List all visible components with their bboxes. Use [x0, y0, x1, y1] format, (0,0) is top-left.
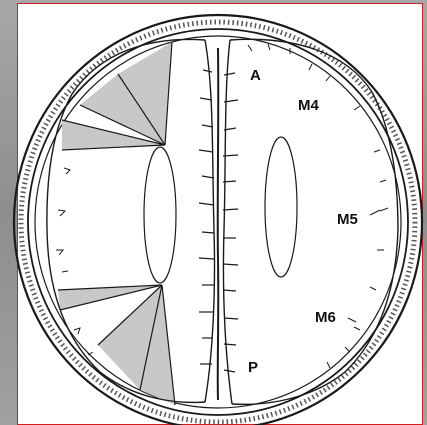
label-m4: M4: [298, 97, 319, 114]
label-p: P: [248, 359, 258, 376]
label-a: A: [250, 67, 261, 84]
left-ventricle: [144, 147, 176, 283]
left-cortex-wiggle: [56, 168, 93, 355]
falx-line: [218, 48, 219, 400]
label-m5: M5: [337, 211, 358, 228]
midline-left-border: [205, 40, 215, 402]
m6-leader: [348, 318, 356, 322]
right-ventricle: [265, 137, 297, 277]
label-m6: M6: [315, 309, 336, 326]
midline-right-border: [223, 40, 232, 404]
m5-leader: [370, 210, 380, 215]
